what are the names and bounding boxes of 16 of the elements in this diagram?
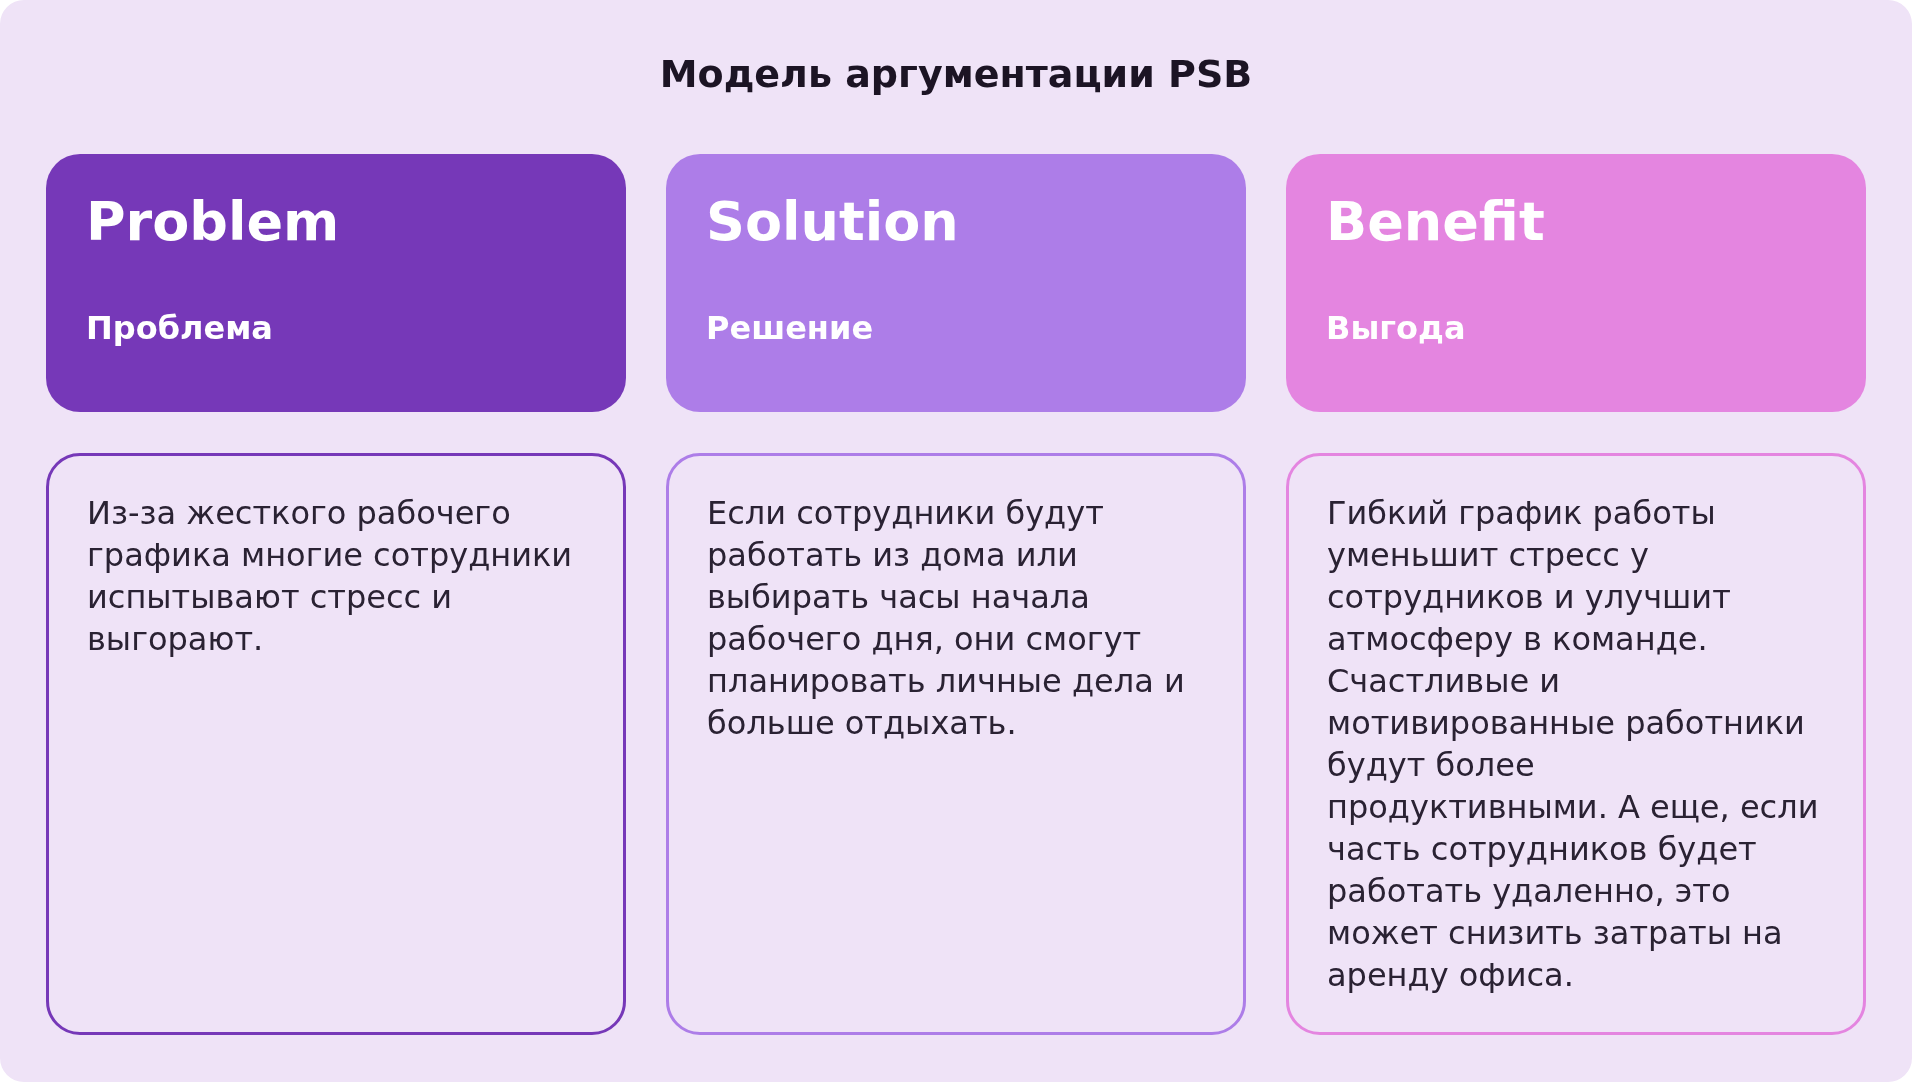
card-subheading: Выгода xyxy=(1326,309,1466,347)
text-card xyxy=(46,453,626,1035)
card-text: Гибкий график работы уменьшит стресс у сотрудников и улучшит атмосферу в команде. Счастливые и мотивированные работники будут более продуктивными. А еще, если часть сотрудников будет работать удаленно, это может снизить затраты на аренду офиса. xyxy=(1327,493,1820,996)
card-heading: Solution xyxy=(706,190,959,253)
card-subheading: Проблема xyxy=(86,309,273,347)
text-card xyxy=(666,453,1246,1035)
card-heading: Problem xyxy=(86,190,340,253)
card-text: Если сотрудники будут работать из дома или выбирать часы начала рабочего дня, они смогут планировать личные дела и больше отдыхать. xyxy=(707,493,1186,744)
text-card xyxy=(1286,453,1866,1035)
header-card xyxy=(46,154,626,412)
card-text: Из-за жесткого рабочего графика многие сотрудники испытывают стресс и выгорают. xyxy=(87,493,574,660)
card-heading: Benefit xyxy=(1326,190,1545,253)
card-subheading: Решение xyxy=(706,309,874,347)
diagram-title: Модель аргументации PSB xyxy=(658,52,1254,96)
header-card xyxy=(666,154,1246,412)
header-card xyxy=(1286,154,1866,412)
